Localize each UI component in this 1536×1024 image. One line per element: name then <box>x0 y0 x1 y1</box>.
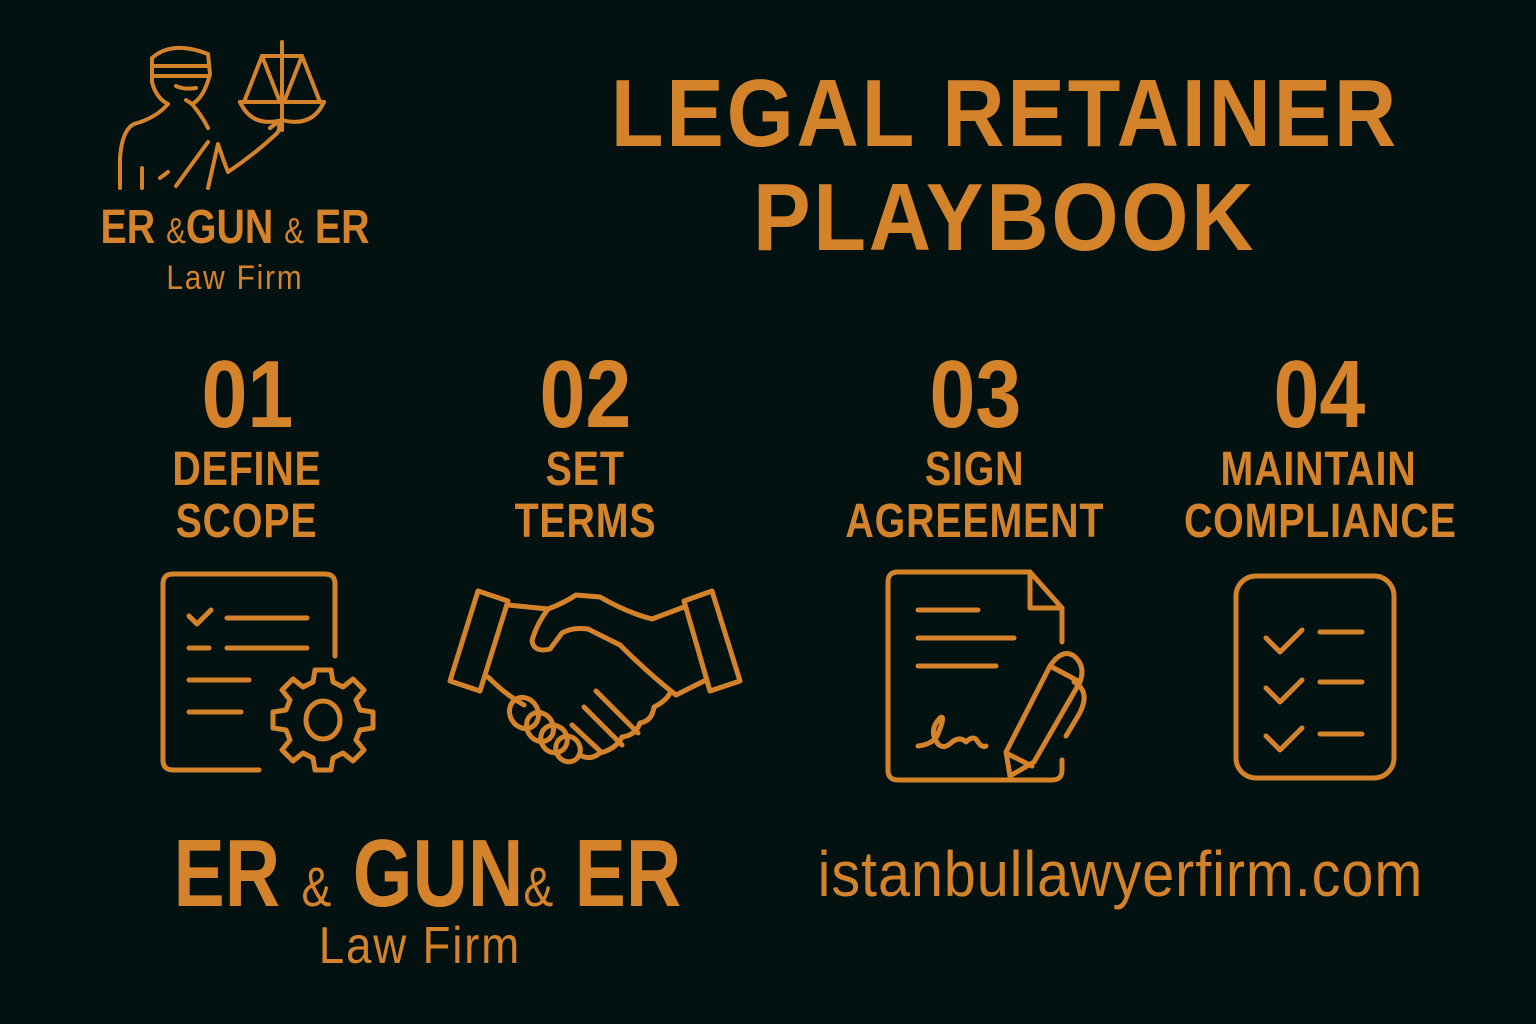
step-number: 03 <box>929 341 1021 448</box>
step-number: 01 <box>201 341 293 448</box>
page-title: LEGAL RETAINER PLAYBOOK <box>520 62 1490 270</box>
title-line1: LEGAL RETAINER <box>610 60 1400 167</box>
checklist-gear-icon <box>160 571 376 773</box>
logo-firm-name: ER &GUN & ER <box>60 200 410 259</box>
footer-name-part3: ER <box>574 820 682 927</box>
footer-name-part1: ER <box>173 820 281 927</box>
website-link[interactable]: istanbullawyerfirm.com <box>817 838 1423 910</box>
step-1: 01 DEFINE SCOPE <box>82 346 412 548</box>
title-line2: PLAYBOOK <box>753 164 1257 271</box>
checklist-icon <box>1233 573 1397 781</box>
step-label-line2: AGREEMENT <box>845 495 1105 548</box>
step-number: 02 <box>539 341 631 448</box>
step-label-line1: SIGN <box>925 443 1025 496</box>
footer-ampersand: & <box>523 855 554 918</box>
logo-name-part3: ER <box>314 201 370 254</box>
step-label-line1: SET <box>545 443 625 496</box>
logo-ampersand: & <box>284 210 304 251</box>
logo-ampersand: & <box>166 210 186 251</box>
footer-firm-name: ER & GUN& ER <box>110 822 730 939</box>
footer-subtitle: Law Firm <box>318 917 522 975</box>
step-4: 04 MAINTAIN COMPLIANCE <box>1154 346 1484 548</box>
step-number: 04 <box>1273 341 1365 448</box>
step-2: 02 SET TERMS <box>420 346 750 548</box>
signed-document-pen-icon <box>885 569 1087 783</box>
step-3: 03 SIGN AGREEMENT <box>810 346 1140 548</box>
step-label-line1: MAINTAIN <box>1220 443 1418 496</box>
logo-name-part2: GUN <box>185 201 274 254</box>
logo-subtitle: Law Firm <box>166 259 304 297</box>
handshake-icon <box>447 588 743 765</box>
logo-name-part1: ER <box>100 201 156 254</box>
step-label-line1: DEFINE <box>172 443 322 496</box>
footer-ampersand: & <box>301 855 332 918</box>
step-label-line2: TERMS <box>514 495 656 548</box>
step-label-line2: COMPLIANCE <box>1183 495 1457 548</box>
lawyer-holding-scales-icon <box>118 40 326 190</box>
step-label-line2: SCOPE <box>176 495 318 548</box>
footer-name-part2: GUN <box>352 820 524 927</box>
